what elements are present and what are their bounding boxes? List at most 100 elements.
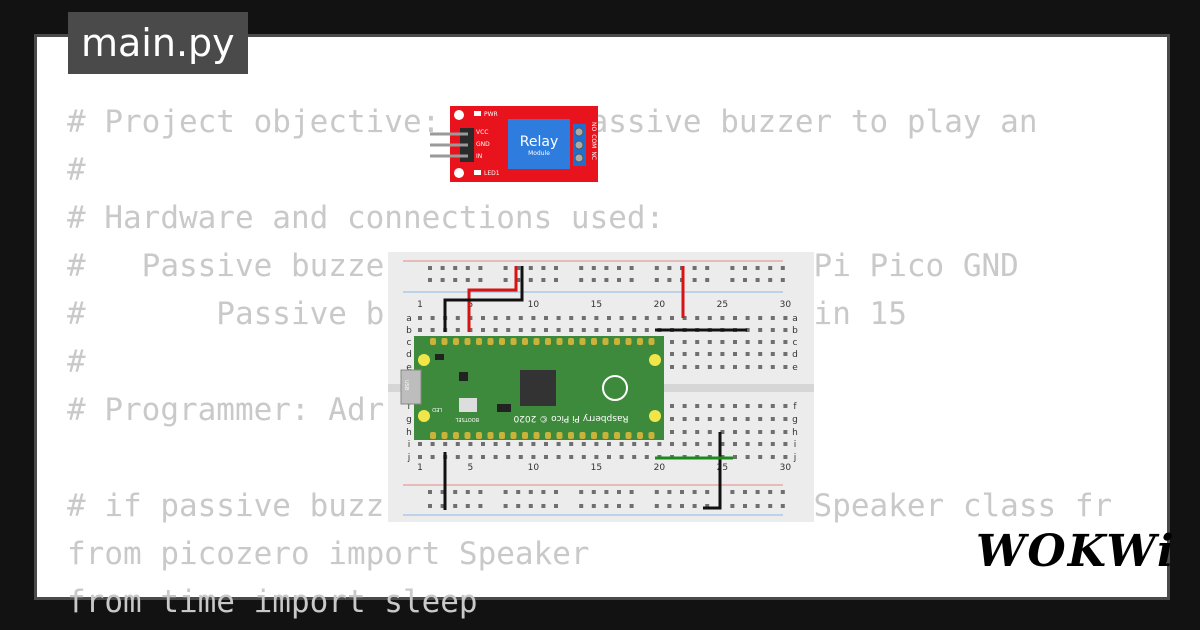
pico-pin[interactable] <box>556 432 563 439</box>
breadboard-hole[interactable] <box>657 442 662 446</box>
breadboard-hole[interactable] <box>654 504 659 508</box>
breadboard-hole[interactable] <box>644 328 649 332</box>
breadboard-hole[interactable] <box>720 430 725 434</box>
breadboard-hole[interactable] <box>516 278 521 282</box>
breadboard-hole[interactable] <box>743 266 747 270</box>
breadboard-hole[interactable] <box>667 278 672 282</box>
breadboard-hole[interactable] <box>430 316 435 320</box>
breadboard-hole[interactable] <box>591 490 596 494</box>
pico-pin[interactable] <box>430 338 436 345</box>
breadboard-hole[interactable] <box>591 278 596 282</box>
breadboard-hole[interactable] <box>569 316 574 320</box>
breadboard-hole[interactable] <box>695 352 700 356</box>
breadboard-hole[interactable] <box>692 278 697 282</box>
breadboard-hole[interactable] <box>733 455 737 459</box>
breadboard-hole[interactable] <box>783 340 788 344</box>
breadboard-hole[interactable] <box>745 316 750 320</box>
breadboard-hole[interactable] <box>783 328 788 332</box>
breadboard-hole[interactable] <box>730 278 735 282</box>
breadboard-hole[interactable] <box>745 404 750 408</box>
breadboard-hole[interactable] <box>657 316 662 320</box>
breadboard-hole[interactable] <box>629 266 634 270</box>
breadboard-hole[interactable] <box>569 455 574 459</box>
breadboard-hole[interactable] <box>680 504 684 508</box>
breadboard-hole[interactable] <box>569 442 574 446</box>
breadboard-hole[interactable] <box>619 316 624 320</box>
wire-red-1[interactable] <box>467 266 518 332</box>
raspberry-pi-pico[interactable]: USB BOOTSEL LED Raspberry Pi Pico © 2020 <box>400 336 664 440</box>
code-line[interactable]: from time import sleep <box>67 584 478 620</box>
pico-pin[interactable] <box>602 338 609 345</box>
breadboard-hole[interactable] <box>591 504 596 508</box>
pico-pin[interactable] <box>545 432 551 439</box>
breadboard-hole[interactable] <box>720 340 725 344</box>
breadboard-hole[interactable] <box>493 316 498 320</box>
breadboard-hole[interactable] <box>581 455 586 459</box>
breadboard-hole[interactable] <box>531 442 536 446</box>
breadboard-hole[interactable] <box>707 340 712 344</box>
breadboard-hole[interactable] <box>720 365 725 369</box>
breadboard-hole[interactable] <box>745 430 750 434</box>
breadboard-hole[interactable] <box>453 278 458 282</box>
breadboard-hole[interactable] <box>758 442 763 446</box>
breadboard-hole[interactable] <box>745 352 750 356</box>
breadboard-hole[interactable] <box>518 316 523 320</box>
breadboard-hole[interactable] <box>604 278 609 282</box>
breadboard-hole[interactable] <box>758 455 763 459</box>
breadboard-hole[interactable] <box>695 442 700 446</box>
breadboard-hole[interactable] <box>478 504 483 508</box>
breadboard-hole[interactable] <box>770 442 775 446</box>
breadboard-hole[interactable] <box>528 490 533 494</box>
breadboard-hole[interactable] <box>455 455 460 459</box>
breadboard-hole[interactable] <box>604 266 609 270</box>
breadboard-hole[interactable] <box>528 266 533 270</box>
breadboard-hole[interactable] <box>780 490 785 494</box>
breadboard-hole[interactable] <box>617 266 621 270</box>
breadboard-hole[interactable] <box>607 316 611 320</box>
breadboard-hole[interactable] <box>755 278 760 282</box>
breadboard-hole[interactable] <box>705 504 710 508</box>
breadboard-hole[interactable] <box>607 455 611 459</box>
breadboard-hole[interactable] <box>707 417 712 421</box>
breadboard-hole[interactable] <box>733 442 737 446</box>
breadboard-hole[interactable] <box>783 455 788 459</box>
breadboard-hole[interactable] <box>528 278 533 282</box>
breadboard-hole[interactable] <box>654 490 659 494</box>
pico-pin[interactable] <box>522 432 528 439</box>
breadboard-hole[interactable] <box>745 328 750 332</box>
code-line[interactable]: from picozero import Speaker <box>67 536 590 572</box>
pico-pin[interactable] <box>510 338 517 345</box>
breadboard-hole[interactable] <box>682 430 687 434</box>
breadboard-hole[interactable] <box>770 328 775 332</box>
pico-pin[interactable] <box>579 338 586 345</box>
breadboard-hole[interactable] <box>544 442 548 446</box>
breadboard-hole[interactable] <box>455 316 460 320</box>
breadboard-hole[interactable] <box>531 455 536 459</box>
breadboard-hole[interactable] <box>478 266 483 270</box>
breadboard-hole[interactable] <box>481 328 485 332</box>
breadboard-hole[interactable] <box>516 490 521 494</box>
breadboard-hole[interactable] <box>670 365 674 369</box>
breadboard-hole[interactable] <box>531 316 536 320</box>
breadboard-hole[interactable] <box>644 316 649 320</box>
breadboard-hole[interactable] <box>733 352 737 356</box>
breadboard-hole[interactable] <box>506 455 511 459</box>
breadboard-hole[interactable] <box>755 504 760 508</box>
pico-pin[interactable] <box>625 338 632 345</box>
pico-pin[interactable] <box>453 338 459 345</box>
breadboard-hole[interactable] <box>579 504 584 508</box>
relay-module[interactable]: PWR LED1 VCC GND IN Relay Module NOCOMNC <box>430 104 602 184</box>
breadboard-hole[interactable] <box>682 316 687 320</box>
breadboard-hole[interactable] <box>428 504 432 508</box>
breadboard-hole[interactable] <box>418 328 422 332</box>
breadboard-hole[interactable] <box>581 316 586 320</box>
breadboard-hole[interactable] <box>733 430 737 434</box>
breadboard-hole[interactable] <box>695 404 700 408</box>
breadboard-hole[interactable] <box>544 316 548 320</box>
breadboard-hole[interactable] <box>692 266 697 270</box>
breadboard-hole[interactable] <box>418 455 422 459</box>
breadboard-hole[interactable] <box>604 504 609 508</box>
breadboard-hole[interactable] <box>556 455 561 459</box>
pico-pin[interactable] <box>510 432 517 439</box>
breadboard-hole[interactable] <box>506 316 511 320</box>
